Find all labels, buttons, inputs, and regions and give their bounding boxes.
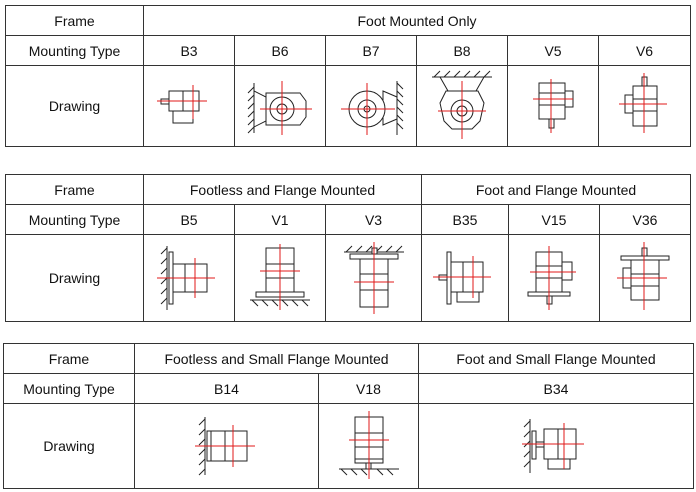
drawing-b3 [143,65,235,147]
drawing-b5 [143,234,235,322]
mounting-type-v5: V5 [507,35,599,66]
drawing-v18 [318,403,419,489]
drawing-v6 [597,65,692,147]
v3-motor-icon [343,242,404,314]
v6-motor-icon [618,73,667,133]
mounting-type-b34: B34 [418,373,694,404]
mounting-type-label: Mounting Type [5,204,144,235]
drawing-label: Drawing [5,234,144,322]
frame-label: Frame [5,5,144,36]
mounting-type-b35: B35 [421,204,509,235]
drawing-v1 [234,234,326,322]
frame-row: Frame Foot Mounted Only [5,5,692,36]
v18-motor-icon [338,411,399,479]
mounting-type-v18: V18 [318,373,419,404]
b34-motor-icon [522,419,584,473]
mounting-type-v15: V15 [508,204,600,235]
frame-value-foot-flange: Foot and Flange Mounted [421,174,691,205]
b14-motor-icon [194,417,255,476]
drawing-v36 [599,234,691,322]
table-foot-mounted: Frame Foot Mounted Only Mounting Type B3… [5,5,692,147]
mounting-type-v3: V3 [325,204,422,235]
frame-label: Frame [5,174,144,205]
frame-value-foot-small-flange: Foot and Small Flange Mounted [418,343,694,374]
drawing-v5 [507,65,599,147]
v1-motor-icon [250,244,310,310]
table-small-flange-mounted: Frame Footless and Small Flange Mounted … [3,343,694,489]
b7-motor-icon [341,81,404,135]
b6-motor-icon [247,81,312,135]
mounting-type-b8: B8 [416,35,508,66]
mounting-type-b7: B7 [325,35,417,66]
frame-row: Frame Footless and Small Flange Mounted … [3,343,694,374]
frame-row: Frame Footless and Flange Mounted Foot a… [5,174,691,205]
drawing-label: Drawing [5,65,144,147]
mounting-type-row: Mounting Type B14 V18 B34 [3,373,694,404]
table-flange-mounted: Frame Footless and Flange Mounted Foot a… [5,174,691,322]
v36-motor-icon [617,242,670,310]
mounting-type-b6: B6 [234,35,326,66]
v15-motor-icon [527,246,576,310]
drawing-b35 [421,234,509,322]
drawing-v15 [508,234,600,322]
mounting-type-row: Mounting Type B3 B6 B7 B8 V5 V6 [5,35,692,66]
b5-motor-icon [157,246,215,310]
b35-motor-icon [433,251,491,305]
drawing-b6 [234,65,326,147]
drawing-b14 [134,403,319,489]
mounting-type-b5: B5 [143,204,235,235]
mounting-type-v6: V6 [597,35,692,66]
mounting-type-label: Mounting Type [5,35,144,66]
frame-value-footless-flange: Footless and Flange Mounted [143,174,422,205]
b3-motor-icon [157,85,207,124]
mounting-type-label: Mounting Type [3,373,135,404]
drawing-b34 [418,403,694,489]
mounting-type-b14: B14 [134,373,319,404]
drawing-row: Drawing [5,234,691,322]
v5-motor-icon [533,79,574,133]
mounting-type-v36: V36 [599,204,691,235]
drawing-row: Drawing [3,403,694,489]
drawing-b8 [416,65,508,147]
mounting-type-v1: V1 [234,204,326,235]
b8-motor-icon [432,70,492,139]
drawing-row: Drawing [5,65,692,147]
frame-label: Frame [3,343,135,374]
drawing-b7 [325,65,417,147]
drawing-v3 [325,234,422,322]
mounting-type-b3: B3 [143,35,235,66]
mounting-type-row: Mounting Type B5 V1 V3 B35 V15 V36 [5,204,691,235]
frame-value-footless-small-flange: Footless and Small Flange Mounted [134,343,419,374]
frame-value: Foot Mounted Only [142,5,692,36]
drawing-label: Drawing [3,403,135,489]
